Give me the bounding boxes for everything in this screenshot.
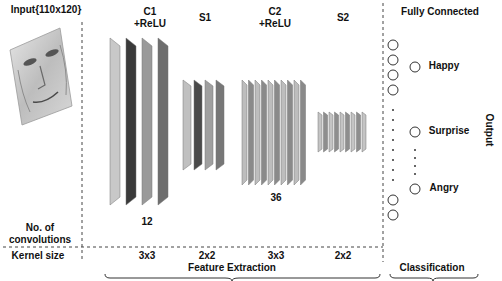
feature-map-sheet (340, 112, 344, 152)
feature-map-sheet (255, 80, 260, 185)
convolution-count: 12 (141, 216, 152, 228)
feature-map-sheet (318, 112, 322, 152)
feature-map-sheet (158, 38, 168, 205)
output-label: Output (483, 114, 495, 147)
feature-map-sheet (268, 80, 273, 185)
class-label: Happy (429, 60, 460, 72)
kernel-size: 3x3 (139, 250, 156, 262)
feature-map-sheet (262, 80, 267, 185)
feature-map-sheet (351, 112, 355, 152)
feature-map-sheet (275, 80, 280, 185)
layer-name: S2 (337, 12, 349, 24)
feature-map-sheet (357, 112, 361, 152)
braces (105, 274, 478, 281)
fc-neurons (388, 40, 420, 220)
feature-map-sheet (205, 80, 213, 170)
feature-map-sheet (362, 112, 366, 152)
kernel-size: 2x2 (335, 250, 352, 262)
layer-name: S1 (199, 12, 211, 24)
feature-map-sheet (242, 80, 247, 185)
section-heading: Fully Connected (401, 6, 479, 18)
section-heading: Classification (399, 262, 464, 274)
feature-map-sheet (288, 80, 293, 185)
feature-map-sheet (142, 38, 152, 205)
section-dividers (3, 3, 383, 262)
ellipsis-dots (392, 109, 416, 181)
class-label: Surprise (429, 125, 470, 137)
layer-name: C2 +ReLU (255, 6, 295, 30)
feature-map-sheet (281, 80, 286, 185)
kernel-size: 2x2 (199, 250, 216, 262)
row-heading: No. of convolutions (4, 222, 76, 246)
row-heading: Kernel size (12, 250, 65, 262)
layer-name: C1 +ReLU (130, 6, 170, 30)
feature-map-sheet (110, 38, 120, 205)
convolution-count: 36 (270, 192, 281, 204)
face-image (10, 28, 72, 125)
feature-map-sheet (249, 80, 254, 185)
feature-map-sheet (183, 80, 191, 170)
feature-map-sheet (335, 112, 339, 152)
section-heading: Feature Extraction (188, 262, 276, 274)
feature-map-sheet (301, 80, 306, 185)
feature-map-sheet (294, 80, 299, 185)
feature-map-sheet (194, 80, 202, 170)
feature-map-sheet (126, 38, 136, 205)
kernel-size: 3x3 (268, 250, 285, 262)
feature-map-sheet (216, 80, 224, 170)
feature-maps (110, 38, 366, 205)
input-label: Input{110x120} (11, 4, 82, 16)
class-label: Angry (430, 182, 459, 194)
feature-map-sheet (324, 112, 328, 152)
feature-map-sheet (346, 112, 350, 152)
feature-map-sheet (329, 112, 333, 152)
